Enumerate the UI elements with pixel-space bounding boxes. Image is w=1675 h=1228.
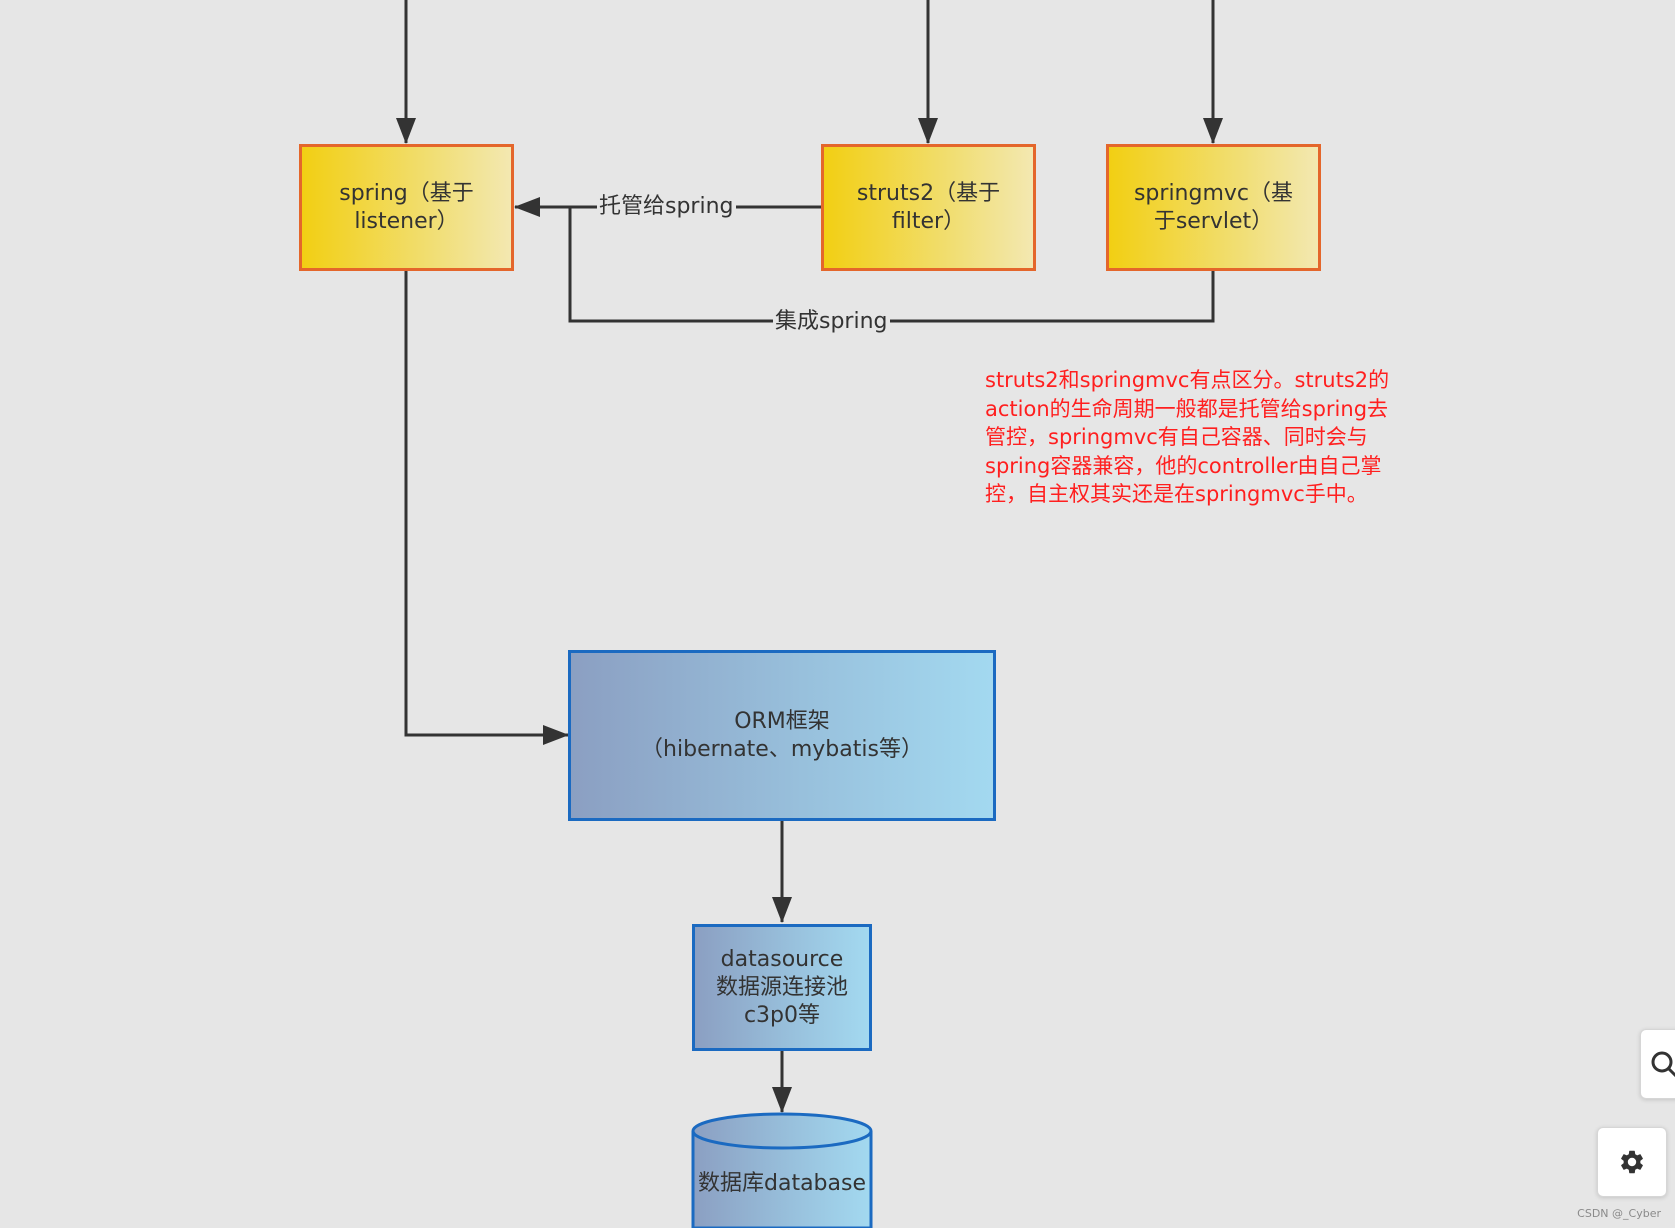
node-database-label[interactable]: 数据库database [698, 1171, 866, 1196]
node-springmvc-label: springmvc（基 于servlet） [1133, 180, 1294, 234]
edge-springmvc-to-spring [568, 207, 1215, 323]
node-springmvc[interactable]: springmvc（基 于servlet） [1106, 144, 1321, 271]
database-cylinder [691, 1112, 873, 1228]
gear-icon [1621, 1150, 1643, 1174]
edge-label-springmvc-to-spring: 集成spring [773, 308, 890, 336]
node-orm[interactable]: ORM框架 （hibernate、mybatis等） [568, 650, 996, 821]
csdn-watermark: CSDN @_Cyber [1577, 1207, 1661, 1220]
edge-spring-to-orm [404, 270, 569, 745]
node-struts2-label: struts2（基于 filter） [856, 180, 1001, 234]
node-struts2[interactable]: struts2（基于 filter） [821, 144, 1036, 271]
search-icon [1651, 1051, 1675, 1078]
node-orm-label: ORM框架 （hibernate、mybatis等） [641, 708, 923, 762]
red-annotation-note: struts2和springmvc有点区分。struts2的 action的生命… [985, 368, 1390, 506]
node-datasource-label: datasource 数据源连接池 c3p0等 [715, 946, 848, 1028]
edge-label-struts2-to-spring: 托管给spring [597, 193, 736, 221]
search-button[interactable] [1640, 1029, 1675, 1099]
settings-button[interactable] [1597, 1127, 1667, 1197]
node-spring-label: spring（基于 listener） [339, 180, 474, 234]
node-datasource[interactable]: datasource 数据源连接池 c3p0等 [692, 924, 872, 1051]
node-spring[interactable]: spring（基于 listener） [299, 144, 514, 271]
